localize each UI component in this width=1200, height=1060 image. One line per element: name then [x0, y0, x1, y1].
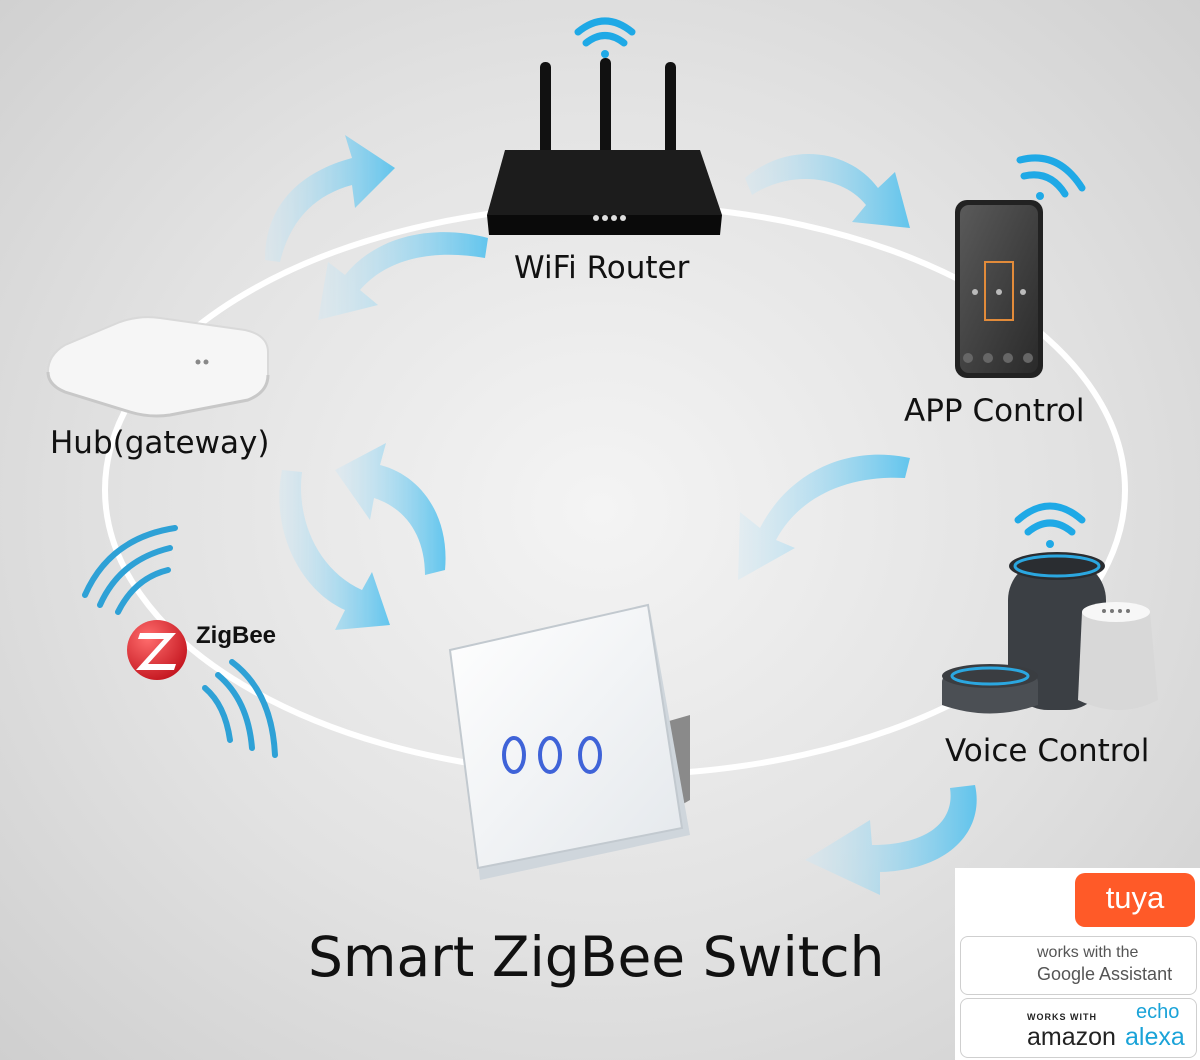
zigbee-logo-icon: [127, 620, 187, 680]
arrow-icon: [738, 454, 910, 580]
arrow-icon: [265, 135, 395, 262]
flow-arrows: [265, 135, 977, 895]
wifi-signal-icon: [1016, 154, 1086, 200]
voice-control-label: Voice Control: [945, 733, 1150, 769]
hub-gateway-icon: [46, 316, 270, 418]
main-title: Smart ZigBee Switch: [308, 925, 885, 989]
wifi-router-label: WiFi Router: [514, 250, 690, 286]
wifi-router-icon: [487, 17, 722, 235]
smart-switch-icon: [448, 603, 690, 880]
echo-text: echo: [1136, 1001, 1180, 1023]
google-assistant-badge: works with the Google Assistant: [960, 936, 1197, 995]
smart-speaker-icon: [942, 502, 1158, 714]
smartphone-icon: [955, 154, 1086, 378]
tuya-badge: tuya: [1075, 873, 1195, 927]
arrow-icon: [805, 785, 977, 895]
tuya-label: tuya: [1105, 880, 1165, 915]
wifi-signal-icon: [574, 17, 636, 58]
alexa-badge: WORKS WITH amazon echo alexa: [960, 998, 1197, 1058]
hub-gateway-label: Hub(gateway): [50, 425, 270, 461]
zigbee-signal-icon: [82, 525, 278, 758]
zigbee-label: ZigBee: [196, 622, 277, 649]
compatibility-badges: tuya works with the Google Assistant WOR…: [955, 868, 1200, 1060]
arrow-icon: [318, 232, 488, 320]
wifi-signal-icon: [1014, 502, 1086, 548]
app-control-label: APP Control: [904, 393, 1085, 429]
arrow-icon: [279, 470, 390, 630]
google-assistant-text: Google Assistant: [1037, 964, 1173, 984]
alexa-works-with: WORKS WITH: [1027, 1012, 1097, 1022]
arrow-icon: [335, 443, 446, 575]
amazon-text: amazon: [1027, 1023, 1116, 1051]
arrow-icon: [745, 154, 910, 228]
google-works-with: works with the: [1037, 944, 1139, 961]
alexa-text: alexa: [1125, 1023, 1185, 1051]
